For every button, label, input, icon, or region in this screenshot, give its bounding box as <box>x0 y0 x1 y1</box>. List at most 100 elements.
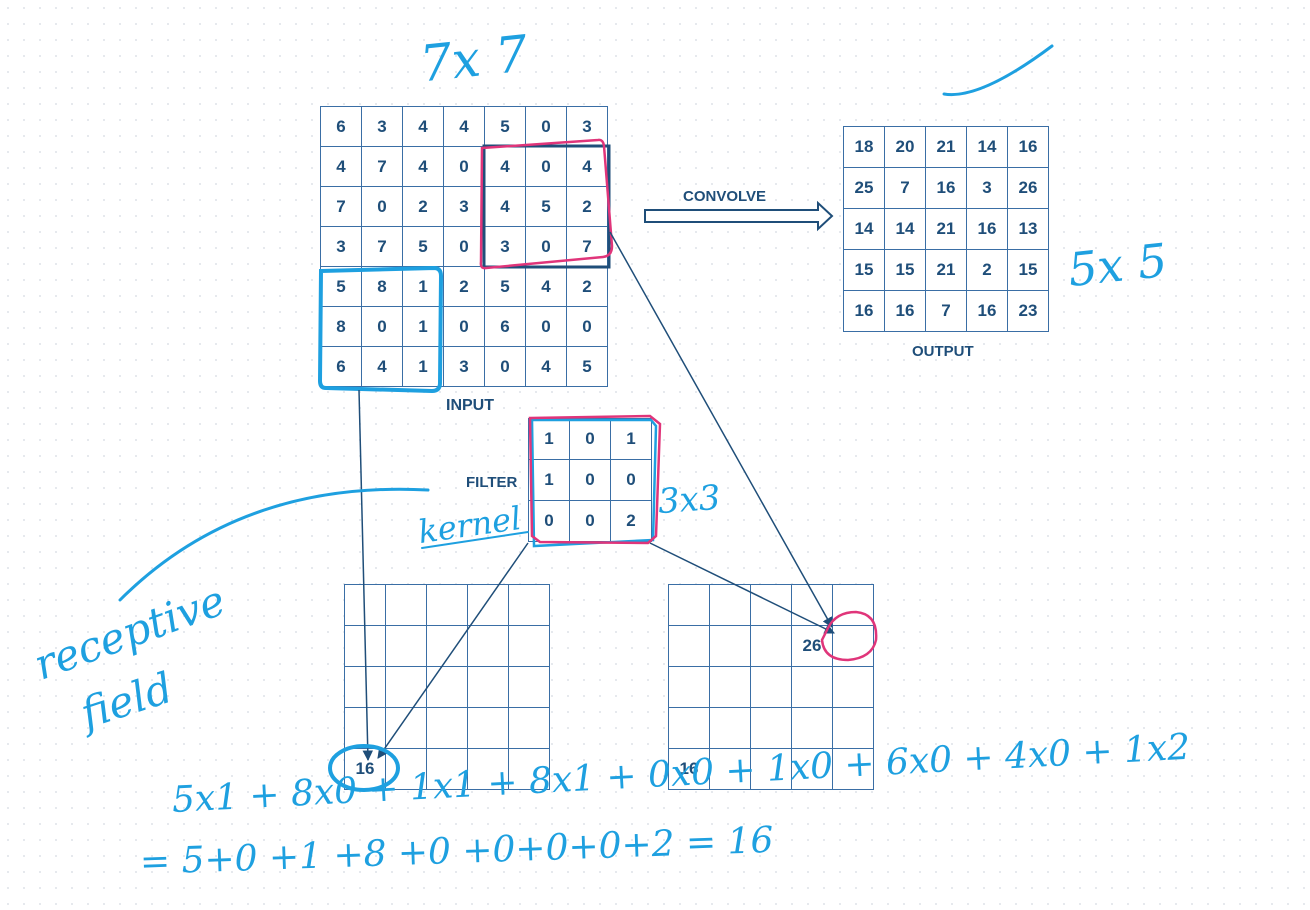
grid-cell: 5 <box>485 267 526 307</box>
grid-cell: 3 <box>444 347 485 387</box>
grid-cell <box>345 626 386 667</box>
grid-cell: 20 <box>885 127 926 168</box>
grid-cell: 2 <box>444 267 485 307</box>
output-label: OUTPUT <box>912 343 974 360</box>
grid-cell <box>833 667 874 708</box>
grid-cell <box>386 585 427 626</box>
grid-cell: 16 <box>967 209 1008 250</box>
grid-cell: 0 <box>526 147 567 187</box>
input-size-annotation: 7x 7 <box>417 24 531 94</box>
result-left-grid: 16 <box>344 584 550 790</box>
grid-cell: 2 <box>967 250 1008 291</box>
grid-cell <box>710 749 751 790</box>
grid-cell: 5 <box>567 347 608 387</box>
grid-cell <box>669 626 710 667</box>
grid-cell: 15 <box>1008 250 1049 291</box>
input-label: INPUT <box>446 397 494 414</box>
grid-cell: 26 <box>792 626 833 667</box>
grid-cell <box>427 667 468 708</box>
grid-cell <box>751 585 792 626</box>
grid-cell: 7 <box>567 227 608 267</box>
grid-cell: 0 <box>529 501 570 542</box>
grid-cell: 14 <box>885 209 926 250</box>
grid-cell: 2 <box>403 187 444 227</box>
grid-cell: 1 <box>529 460 570 501</box>
grid-cell <box>792 708 833 749</box>
convolve-label: CONVOLVE <box>683 188 767 205</box>
convolve-arrow <box>644 200 834 232</box>
grid-cell <box>833 626 874 667</box>
grid-cell: 8 <box>321 307 362 347</box>
grid-cell: 0 <box>362 187 403 227</box>
grid-cell <box>509 708 550 749</box>
grid-cell: 0 <box>362 307 403 347</box>
grid-cell: 5 <box>321 267 362 307</box>
grid-cell: 16 <box>926 168 967 209</box>
grid-cell: 4 <box>485 187 526 227</box>
grid-cell: 3 <box>567 107 608 147</box>
grid-cell <box>669 667 710 708</box>
grid-cell: 7 <box>362 227 403 267</box>
grid-cell: 6 <box>485 307 526 347</box>
grid-cell <box>710 626 751 667</box>
grid-cell: 18 <box>844 127 885 168</box>
grid-cell <box>751 708 792 749</box>
grid-cell <box>386 708 427 749</box>
filter-size-annotation: 3x3 <box>656 477 722 523</box>
grid-cell: 6 <box>321 347 362 387</box>
grid-cell: 0 <box>526 107 567 147</box>
grid-cell: 7 <box>321 187 362 227</box>
grid-cell <box>345 585 386 626</box>
grid-cell <box>710 708 751 749</box>
grid-cell <box>468 667 509 708</box>
grid-cell: 4 <box>526 347 567 387</box>
grid-cell: 4 <box>321 147 362 187</box>
grid-cell: 4 <box>567 147 608 187</box>
grid-cell <box>509 667 550 708</box>
grid-cell: 4 <box>526 267 567 307</box>
grid-cell <box>833 749 874 790</box>
receptive-annotation: receptive <box>27 575 232 690</box>
grid-cell: 4 <box>444 107 485 147</box>
grid-cell: 4 <box>403 147 444 187</box>
grid-cell <box>427 585 468 626</box>
grid-cell <box>710 585 751 626</box>
grid-cell: 1 <box>529 419 570 460</box>
output-size-annotation: 5x 5 <box>1065 232 1170 298</box>
grid-cell: 1 <box>403 307 444 347</box>
check-stroke <box>942 44 1054 97</box>
grid-cell <box>427 626 468 667</box>
grid-cell: 0 <box>526 307 567 347</box>
grid-cell: 3 <box>485 227 526 267</box>
grid-cell <box>345 667 386 708</box>
grid-cell: 0 <box>485 347 526 387</box>
grid-cell: 7 <box>926 291 967 332</box>
grid-cell: 15 <box>844 250 885 291</box>
grid-cell <box>710 667 751 708</box>
grid-cell: 3 <box>321 227 362 267</box>
grid-cell: 0 <box>567 307 608 347</box>
grid-cell <box>792 585 833 626</box>
grid-cell: 25 <box>844 168 885 209</box>
grid-cell <box>386 626 427 667</box>
grid-cell <box>833 585 874 626</box>
grid-cell: 0 <box>570 419 611 460</box>
grid-cell: 4 <box>362 347 403 387</box>
grid-cell: 0 <box>570 460 611 501</box>
grid-cell: 2 <box>567 187 608 227</box>
grid-cell: 16 <box>885 291 926 332</box>
grid-cell <box>427 708 468 749</box>
grid-cell <box>792 667 833 708</box>
grid-cell: 0 <box>611 460 652 501</box>
kernel-annotation: kernel <box>415 498 524 552</box>
grid-cell: 16 <box>844 291 885 332</box>
grid-cell <box>509 585 550 626</box>
grid-cell: 16 <box>1008 127 1049 168</box>
grid-cell: 13 <box>1008 209 1049 250</box>
grid-cell: 3 <box>967 168 1008 209</box>
filter-label: FILTER <box>466 474 518 491</box>
grid-cell: 16 <box>669 749 710 790</box>
